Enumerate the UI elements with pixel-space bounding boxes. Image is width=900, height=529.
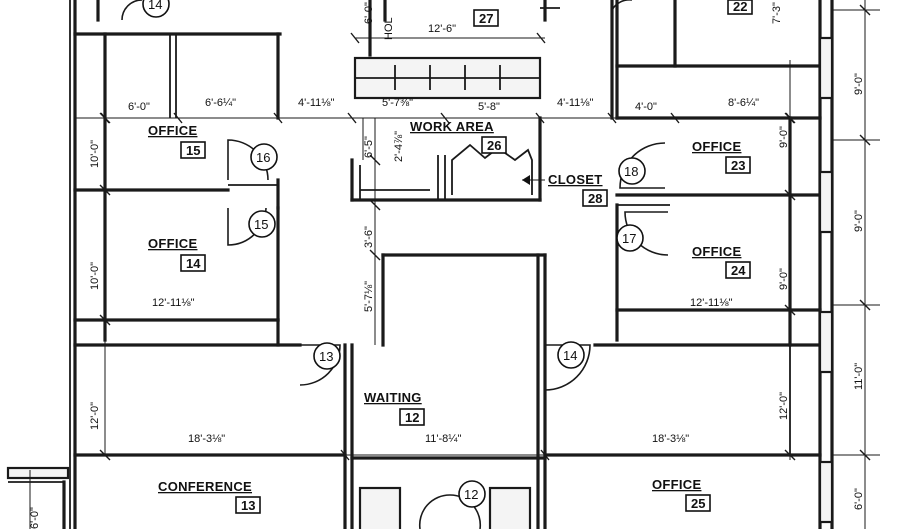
room-name-work-area: WORK AREA [410, 119, 494, 134]
dim-label: 12'-11⅛" [690, 297, 733, 309]
dim-label: 12'-6" [428, 23, 456, 35]
door-number: 12 [464, 487, 478, 502]
dim-label: 4'-11⅛" [298, 97, 334, 109]
room-number-conference: 13 [241, 498, 255, 513]
room-number-work-area: 26 [487, 138, 501, 153]
dim-label: 5'-7⅛" [363, 281, 375, 312]
room-number-office-23: 23 [731, 158, 745, 173]
room-number-27: 27 [479, 11, 493, 26]
door-markers: 14 16 15 13 18 17 14 12 [142, 0, 646, 508]
door-number: 15 [254, 217, 268, 232]
dim-label: 9'-0" [778, 126, 790, 148]
dim-label: 6'-0" [128, 101, 150, 113]
room-name-office-24: OFFICE [692, 244, 741, 259]
dim-label: 2'-4⅞" [393, 131, 405, 162]
room-number-office-25: 25 [691, 496, 705, 511]
room-number-office-24: 24 [731, 263, 746, 278]
hol-label: HOL [383, 17, 395, 40]
dimension-lines [29, 0, 880, 529]
dim-label: 9'-0" [853, 210, 865, 232]
dim-label: 6'-6¼" [205, 97, 236, 109]
walls [6, 0, 834, 529]
dim-label: 8'-6¼" [728, 97, 759, 109]
dim-label: 6'-5" [363, 136, 375, 158]
room-labels: OFFICE 15 OFFICE 14 CONFERENCE 13 WAITIN… [148, 0, 753, 514]
dim-label: 7'-3" [771, 2, 783, 24]
dim-label: 3'-6" [363, 226, 375, 248]
dim-label: 4'-0" [635, 101, 657, 113]
dim-label: 4'-11⅛" [557, 97, 593, 109]
dim-label: 10'-0" [89, 262, 101, 290]
room-name-conference: CONFERENCE [158, 479, 252, 494]
door-number: 13 [319, 349, 333, 364]
room-number-22: 22 [733, 0, 747, 14]
door-number: 14 [148, 0, 162, 12]
dim-label: 6'-0" [853, 488, 865, 510]
dim-label: 18'-3⅛" [652, 433, 689, 445]
dim-label: 12'-0" [778, 392, 790, 420]
door-number: 18 [624, 164, 638, 179]
door-number: 17 [622, 231, 636, 246]
room-name-office-14: OFFICE [148, 236, 197, 251]
dim-label: 12'-11⅛" [152, 297, 195, 309]
door-number: 16 [256, 150, 270, 165]
room-name-office-15: OFFICE [148, 123, 197, 138]
dim-label: 18'-3⅛" [188, 433, 225, 445]
dim-label: 12'-0" [89, 402, 101, 430]
dim-label: 9'-0" [853, 73, 865, 95]
room-number-office-14: 14 [186, 256, 201, 271]
room-name-office-23: OFFICE [692, 139, 741, 154]
room-name-waiting: WAITING [364, 390, 422, 405]
dim-label: 6'-0" [363, 2, 375, 24]
dim-label: 6'-0" [29, 507, 41, 529]
dim-label: 5'-8" [478, 101, 500, 113]
room-number-closet: 28 [588, 191, 602, 206]
door-number: 14 [563, 348, 577, 363]
dim-label: 11'-8¼" [425, 433, 461, 445]
room-name-office-25: OFFICE [652, 477, 701, 492]
dim-label: 9'-0" [778, 268, 790, 290]
dim-label: 5'-7⅜" [382, 97, 413, 109]
dimension-labels: 6'-0" 6'-6¼" 4'-11⅛" 5'-7⅜" 5'-8" 4'-11⅛… [29, 2, 865, 529]
room-name-closet: CLOSET [548, 172, 603, 187]
dim-label: 11'-0" [853, 363, 865, 390]
room-number-waiting: 12 [405, 410, 419, 425]
room-number-office-15: 15 [186, 143, 200, 158]
dim-label: 10'-0" [89, 140, 101, 168]
